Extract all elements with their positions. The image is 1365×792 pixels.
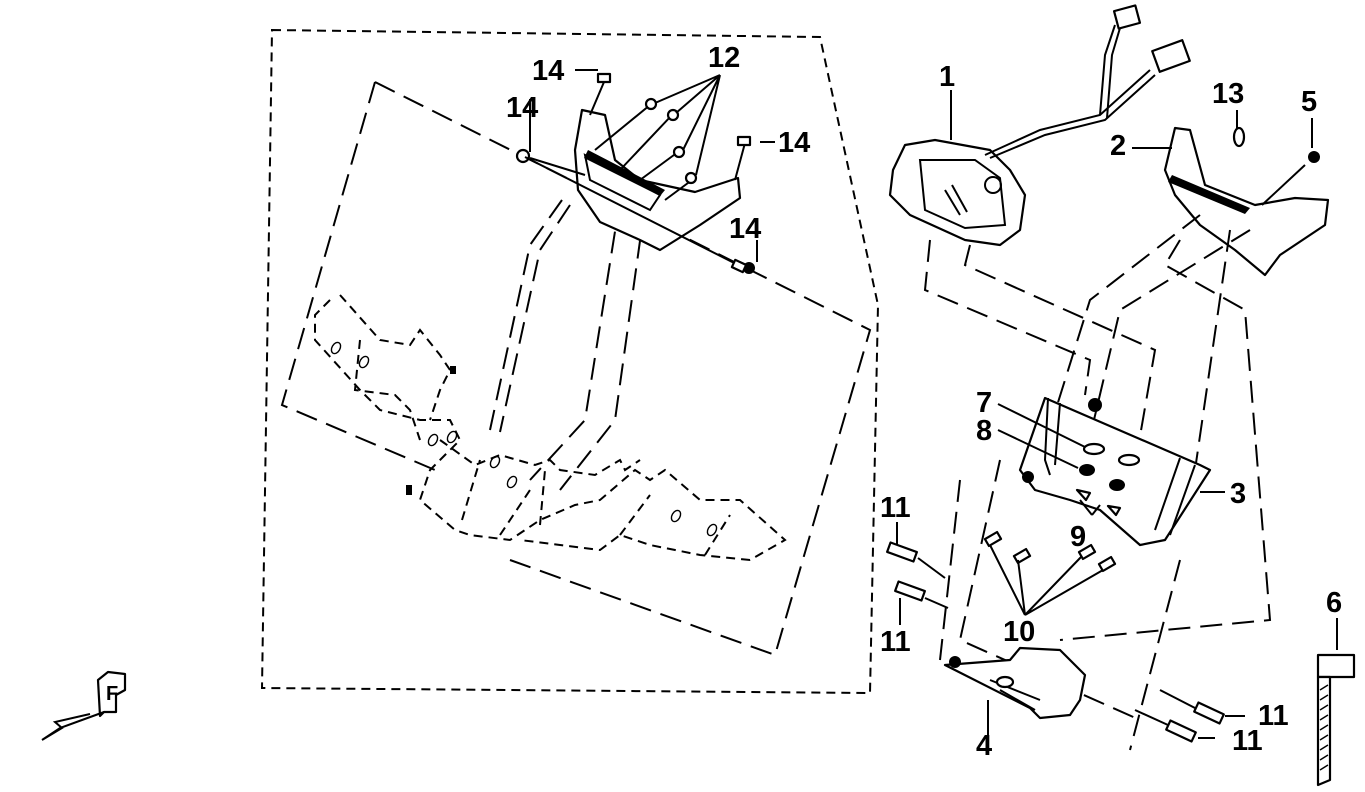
callout-2: 2 bbox=[1110, 130, 1126, 162]
callout-11-a: 11 bbox=[880, 492, 911, 524]
alignment-line bbox=[1039, 214, 1251, 501]
alignment-line bbox=[939, 459, 1181, 751]
callout-10: 10 bbox=[1003, 616, 1035, 648]
meter-assembly bbox=[888, 4, 1191, 247]
callout-12: 12 bbox=[708, 42, 740, 74]
subassembly-boundary bbox=[260, 28, 880, 695]
callout-14-c: 14 bbox=[778, 127, 810, 159]
callout-11-d: 11 bbox=[1232, 725, 1263, 757]
fasteners-left bbox=[515, 72, 755, 274]
alignment-line bbox=[1059, 239, 1272, 641]
bolts-11 bbox=[886, 522, 1245, 743]
alignment-line bbox=[489, 199, 571, 433]
callout-14-b: 14 bbox=[506, 92, 538, 124]
meter-bracket bbox=[1018, 396, 1212, 547]
alignment-line bbox=[529, 199, 646, 491]
callout-11-b: 11 bbox=[880, 626, 911, 658]
alignment-line bbox=[923, 239, 1092, 396]
cable-tie bbox=[1316, 618, 1356, 787]
alignment-line bbox=[1194, 229, 1231, 471]
callout-5: 5 bbox=[1301, 86, 1317, 118]
callout-3: 3 bbox=[1230, 478, 1246, 510]
front-cowl bbox=[314, 294, 787, 562]
alignment-line bbox=[963, 244, 1157, 466]
callout-11-c: 11 bbox=[1258, 700, 1289, 732]
meter-cover-left bbox=[573, 108, 742, 252]
callout-14-a: 14 bbox=[532, 55, 564, 87]
front-direction-icon bbox=[41, 670, 127, 741]
callout-4: 4 bbox=[976, 730, 992, 762]
callout-8: 8 bbox=[976, 415, 992, 447]
callout-1: 1 bbox=[939, 61, 955, 93]
front-marker-letter: F bbox=[106, 683, 118, 705]
screws-10 bbox=[983, 499, 1117, 616]
callout-9: 9 bbox=[1070, 521, 1086, 553]
callout-14-d: 14 bbox=[729, 213, 761, 245]
mount-stay bbox=[943, 646, 1087, 735]
leader-line bbox=[529, 69, 1225, 493]
leader-line bbox=[950, 90, 1313, 149]
callout-6: 6 bbox=[1326, 587, 1342, 619]
meter-cover-right bbox=[1163, 126, 1330, 277]
callout-13: 13 bbox=[1212, 78, 1244, 110]
callout-7: 7 bbox=[976, 387, 992, 419]
